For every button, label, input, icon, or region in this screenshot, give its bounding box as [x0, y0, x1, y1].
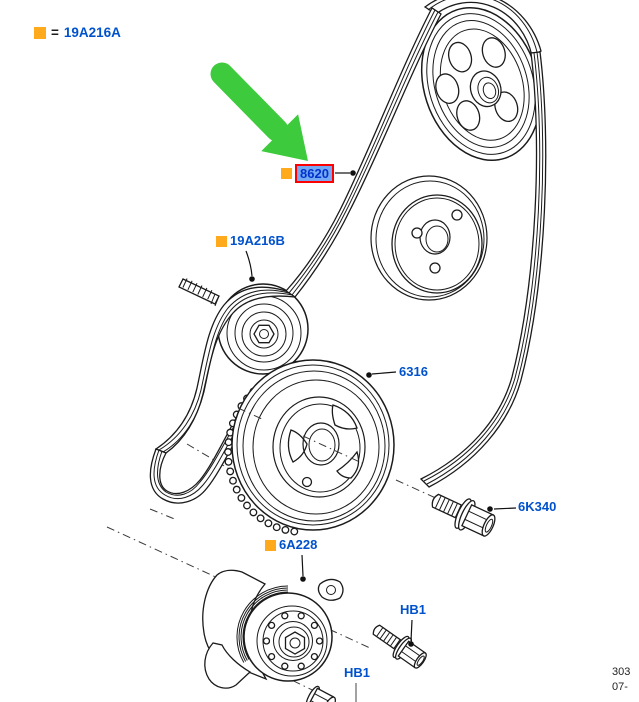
part-label[interactable]: 6A228: [279, 537, 318, 552]
callout-8620[interactable]: 8620: [281, 164, 334, 183]
callout-HB1-lower[interactable]: HB1: [344, 666, 370, 680]
callout-19A216B[interactable]: 19A216B: [216, 234, 285, 248]
part-label[interactable]: 6316: [399, 364, 428, 379]
legend: = 19A216A: [34, 26, 121, 40]
part-label[interactable]: 6K340: [518, 499, 557, 514]
legend-equals: =: [51, 25, 59, 40]
legend-marker-square: [34, 27, 46, 39]
mounting-bolt: [372, 624, 427, 669]
tensioner-assembly: [202, 569, 344, 689]
highlight-arrow-icon: [210, 62, 308, 161]
page-reference-line2: 07-: [612, 681, 628, 693]
water-pump-pulley: [370, 175, 488, 301]
part-marker: [216, 235, 227, 247]
mounting-bolt-partial: [305, 685, 337, 702]
part-label[interactable]: HB1: [344, 665, 371, 680]
callout-HB1-upper[interactable]: HB1: [400, 603, 426, 617]
page-reference-line1: 303: [612, 666, 631, 678]
crankshaft-bolt: [431, 493, 496, 537]
selected-part-label[interactable]: 8620: [295, 164, 334, 183]
leader-lines: [245, 170, 517, 702]
callout-6A228[interactable]: 6A228: [265, 538, 317, 552]
part-marker: [265, 539, 276, 551]
power-steering-pulley: [420, 7, 542, 161]
callout-6K340[interactable]: 6K340: [518, 500, 556, 514]
part-label[interactable]: 19A216B: [230, 233, 285, 248]
part-marker: [281, 168, 292, 179]
legend-part-number[interactable]: 19A216A: [63, 25, 121, 40]
callout-6316[interactable]: 6316: [399, 365, 428, 379]
drive-belt: [149, 0, 547, 504]
crankshaft-pulley: [231, 359, 395, 531]
part-label[interactable]: HB1: [400, 602, 427, 617]
page-reference: 303 07-: [612, 665, 639, 695]
